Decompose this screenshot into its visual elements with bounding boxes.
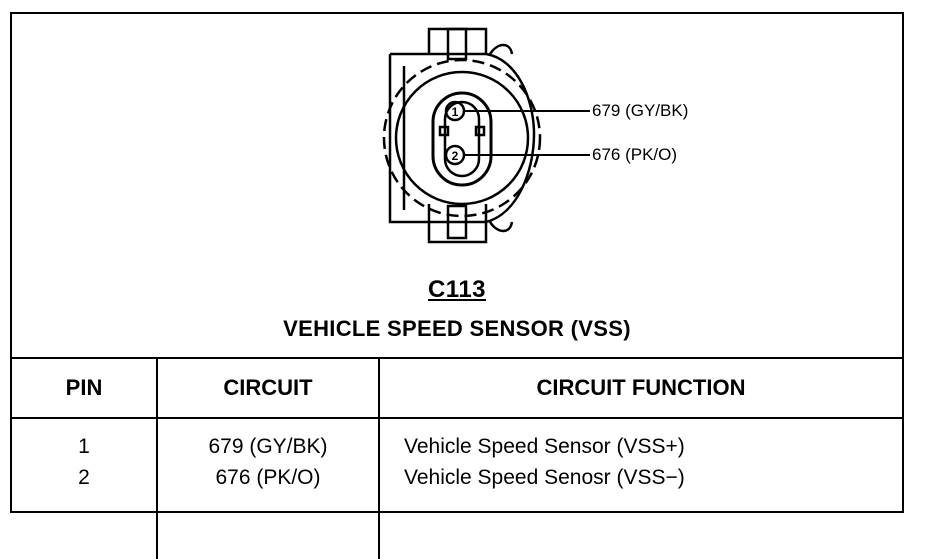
table-header-row: PIN CIRCUIT CIRCUIT FUNCTION [12,357,902,419]
connector-drawing: 1 2 [382,27,590,244]
terminal-cavity [431,91,493,187]
header-circuit: CIRCUIT [156,357,379,419]
connector-diagram-area: 1 2 679 (GY/BK) 676 (PK/O) C113 VEHICLE … [12,14,902,357]
lower-ear [488,221,514,233]
pin-1-wire-label: 679 (GY/BK) [592,101,689,120]
table-row: 1 2 679 (GY/BK) 676 (PK/O) Vehicle Speed… [12,418,902,559]
pin-1-number: 1 [452,105,459,119]
seal-outline [382,58,542,218]
terminal-inner-cavity [443,100,481,178]
row-1-pin: 1 [78,435,90,458]
inner-seal-ring [394,70,530,206]
header-pin: PIN [12,357,157,419]
pin-table: PIN CIRCUIT CIRCUIT FUNCTION 1 2 679 (GY… [12,357,902,559]
row-2-pin: 2 [78,466,90,489]
header-circuit-function: CIRCUIT FUNCTION [378,357,902,419]
row-1-circuit: 679 (GY/BK) [208,435,328,458]
row-2-circuit: 676 (PK/O) [215,466,321,489]
row-2-function: Vehicle Speed Senosr (VSS−) [404,466,685,489]
connector-id: C113 [427,276,487,303]
pin-column-cell: 1 2 [12,418,157,559]
upper-ear [488,43,514,55]
connector-name: VEHICLE SPEED SENSOR (VSS) [283,316,631,341]
pin-2-wire-label: 676 (PK/O) [592,145,678,164]
top-locking-tab [427,27,488,54]
connector-body-arc [485,52,536,224]
connector-diagram-frame: 1 2 679 (GY/BK) 676 (PK/O) C113 VEHICLE … [10,12,904,559]
pin-2-number: 2 [452,149,459,163]
circuit-column-cell: 679 (GY/BK) 676 (PK/O) [156,418,379,559]
function-column-cell: Vehicle Speed Sensor (VSS+) Vehicle Spee… [378,418,902,559]
row-1-function: Vehicle Speed Sensor (VSS+) [404,435,685,458]
